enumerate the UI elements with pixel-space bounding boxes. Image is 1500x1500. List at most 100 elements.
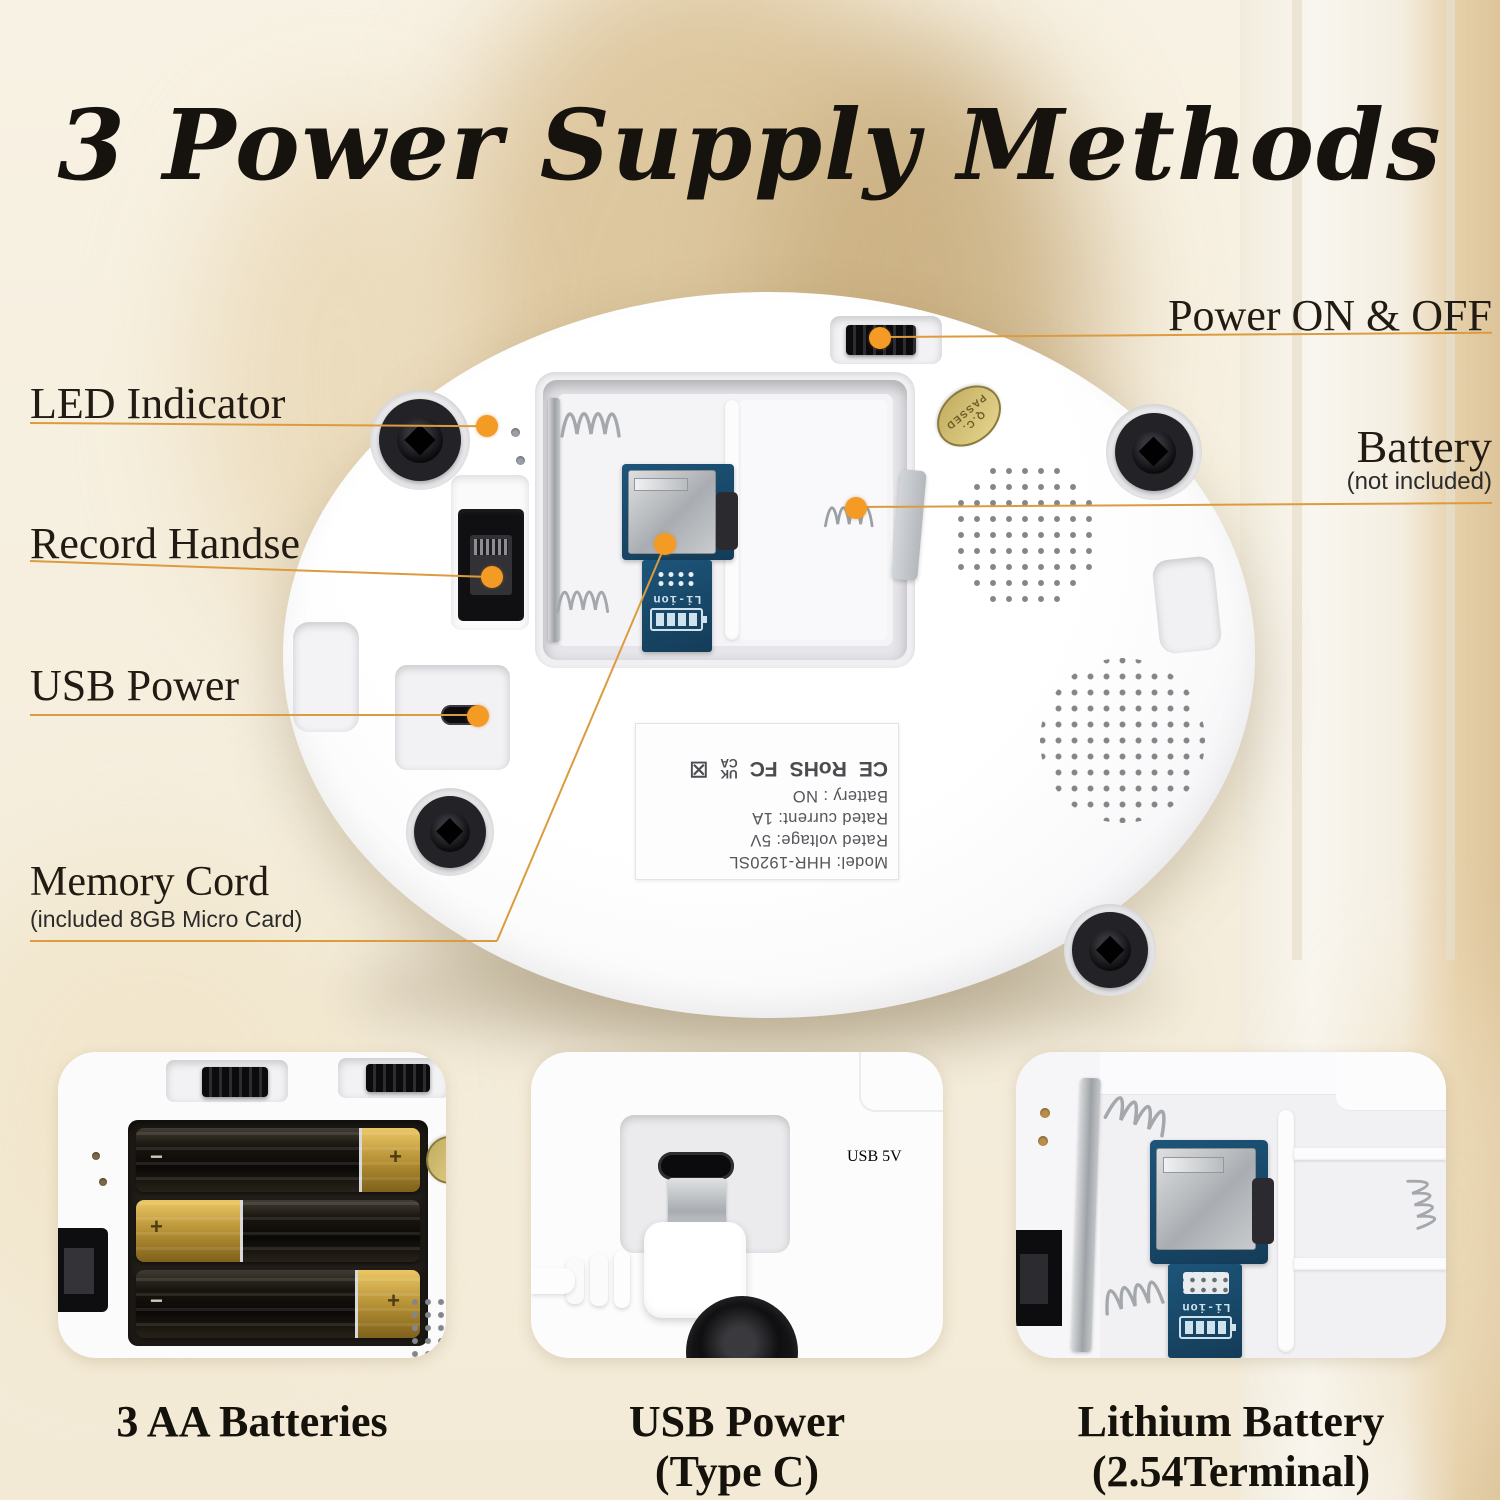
compartment-divider-rib (1278, 1110, 1294, 1352)
battery-plus-mark: + (389, 1144, 402, 1169)
screw (406, 788, 494, 876)
cable-strain-relief (590, 1254, 608, 1306)
voltage-line: Rated voltage: 5V (750, 831, 888, 849)
battery-spring (560, 412, 621, 438)
caption-fig1: 3 AA Batteries (116, 1397, 388, 1446)
callout-battery-sub: (not included) (1346, 468, 1492, 495)
weee-bin-icon: ☒ (689, 757, 709, 780)
callout-memory-label: Memory Cord (30, 859, 270, 905)
usb-c-port (658, 1152, 734, 1180)
callout-memory-line (30, 940, 497, 942)
callout-usb-line (30, 714, 478, 716)
sd-eject-tab (716, 492, 738, 550)
speaker-holes (950, 460, 1100, 610)
callout-power-label: Power ON & OFF (1168, 291, 1492, 340)
spec-label-text: Model: HHR-1920SL Rated voltage: 5V Rate… (646, 730, 888, 873)
fcc-mark: FC (749, 757, 778, 781)
speaker-holes (1040, 658, 1205, 823)
pcb-stem: Li-ion (642, 560, 712, 652)
callout-power-dot (869, 327, 891, 349)
battery-plus-mark: + (150, 1214, 163, 1239)
qc-passed-sticker: Q.C. PASSED (924, 372, 1014, 460)
photo-usb-power: USB 5V (531, 1052, 943, 1358)
caption-fig2-line2: (Type C) (654, 1447, 820, 1496)
led-indicator-hole (1038, 1136, 1048, 1146)
led-indicator-hole (1040, 1108, 1050, 1118)
screw (1064, 904, 1156, 996)
battery-glyph-icon (650, 608, 708, 631)
slide-switch (202, 1067, 268, 1097)
callout-battery-dot (845, 497, 867, 519)
callout-memory-dot (654, 533, 676, 555)
sd-eject-tab (1252, 1178, 1274, 1244)
battery-compartment: Li-ion (543, 380, 907, 660)
callout-record-dot (481, 566, 503, 588)
battery-glyph-icon (1179, 1316, 1237, 1339)
aa-battery: + (136, 1200, 420, 1262)
callout-battery-label: Battery (1356, 421, 1492, 472)
aa-battery: − + (136, 1270, 420, 1338)
page-title: 3 Power Supply Methods (57, 88, 1443, 202)
spec-label: Model: HHR-1920SL Rated voltage: 5V Rate… (635, 723, 899, 880)
battery-minus-mark: − (150, 1144, 163, 1169)
battery-spring (1406, 1179, 1437, 1230)
terminal-pads (656, 570, 696, 588)
battery-plus-mark: + (387, 1288, 400, 1313)
photo-aa-batteries: − + + − + (58, 1052, 446, 1358)
battery-gold-cap (136, 1200, 243, 1262)
callout-led-dot (476, 415, 498, 437)
window-frame-line (1446, 0, 1455, 960)
battery-gold-cap (359, 1128, 420, 1192)
rj11-jack (458, 509, 524, 621)
battery-minus-mark: − (150, 1288, 163, 1313)
usb-emboss-text: USB 5V (847, 1148, 902, 1165)
rohs-mark: RoHS (789, 757, 847, 781)
current-line: Rated current: 1A (751, 809, 888, 827)
screw (370, 390, 470, 490)
rj11-contacts (474, 539, 508, 555)
li-ion-print: Li-ion (1176, 1300, 1237, 1339)
cable-strain-relief (614, 1250, 630, 1308)
shell-seam (859, 1052, 943, 1112)
caption-fig3-line1: Lithium Battery (1077, 1397, 1385, 1446)
callout-led-label: LED Indicator (30, 379, 286, 428)
usb-plug-metal (668, 1178, 726, 1226)
aa-battery: − + (136, 1128, 420, 1192)
battery-contact-plate (548, 398, 560, 642)
callout-usb-dot (467, 705, 489, 727)
ce-mark: CE (858, 757, 888, 781)
battery-spring (1103, 1096, 1166, 1138)
caption-fig3-line2: (2.54Terminal) (1091, 1447, 1371, 1496)
rj11-jack (58, 1228, 108, 1312)
model-line: Model: HHR-1920SL (728, 853, 888, 871)
led-indicator-hole (511, 428, 520, 437)
terminal-2-54 (1183, 1272, 1229, 1294)
led-indicator-hole (92, 1152, 100, 1160)
rj11-jack (1016, 1230, 1062, 1326)
photo-lithium-battery: Li-ion (1016, 1052, 1446, 1358)
screw (1106, 404, 1202, 500)
battery-line: Battery : NO (792, 787, 888, 805)
microsd-card-slot (1156, 1148, 1256, 1250)
rj11-opening (1020, 1254, 1048, 1304)
cable-strain-relief (566, 1258, 584, 1304)
led-indicator-hole (516, 456, 525, 465)
speaker-holes (406, 1298, 446, 1358)
rj11-opening (64, 1248, 94, 1294)
window-frame-line (1292, 0, 1302, 960)
shell-notch (293, 622, 359, 732)
compartment-shelf (1294, 1148, 1446, 1160)
callout-memory-sub: (included 8GB Micro Card) (30, 906, 303, 932)
callout-usb-label: USB Power (30, 661, 240, 710)
battery-spring (556, 590, 610, 613)
device-bottom-view: Li-ion Q.C. PASSED (283, 292, 1255, 1018)
shell-notch (1151, 555, 1223, 655)
led-indicator-hole (99, 1178, 107, 1186)
slide-switch (366, 1064, 430, 1092)
compartment-shelf (1294, 1258, 1446, 1270)
caption-fig2-line1: USB Power (628, 1397, 846, 1446)
pcb-stem: Li-ion (1168, 1264, 1242, 1358)
